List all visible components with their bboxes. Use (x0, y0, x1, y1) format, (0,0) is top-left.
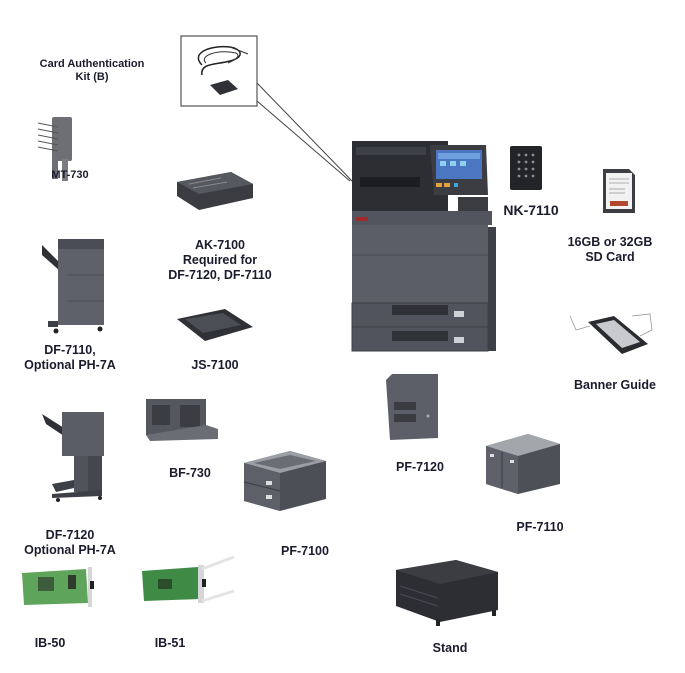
label-nk-7110: NK-7110 (503, 202, 559, 218)
pf-7100-image (240, 445, 330, 515)
label-bf-730: BF-730 (169, 466, 211, 480)
mt-730-image (37, 113, 88, 183)
df-7120-image (38, 410, 108, 502)
sd-card-image (601, 165, 637, 215)
bf-730-image (140, 395, 220, 445)
label-pf-7110: PF-7110 (516, 520, 564, 534)
label-banner-guide: Banner Guide (574, 378, 656, 392)
label-ib-50: IB-50 (34, 636, 66, 650)
main-mfp-image (350, 137, 500, 359)
card-auth-kit-image (180, 35, 360, 185)
label-mt-730: MT-730 (51, 169, 89, 181)
js-7100-image (175, 305, 255, 345)
label-pf-7100: PF-7100 (281, 544, 329, 558)
label-pf-7120: PF-7120 (396, 460, 444, 474)
label-stand: Stand (432, 641, 468, 655)
label-df-7120: DF-7120 Optional PH-7A (24, 528, 116, 557)
ib-51-image (138, 555, 238, 610)
label-df-7110: DF-7110, Optional PH-7A (24, 343, 116, 372)
pf-7120-image (384, 374, 444, 444)
label-ak-7100: AK-7100 Required for DF-7120, DF-7110 (168, 238, 272, 282)
ib-50-image (18, 565, 94, 610)
stand-image (392, 556, 502, 631)
pf-7110-image (482, 430, 562, 496)
ak-7100-image (175, 168, 255, 213)
label-ib-51: IB-51 (154, 636, 186, 650)
nk-7110-image (510, 146, 542, 190)
label-sd-card: 16GB or 32GB SD Card (567, 235, 653, 264)
df-7110-image (38, 235, 108, 335)
label-js-7100: JS-7100 (191, 358, 239, 372)
label-card-auth: Card Authentication Kit (B) (39, 58, 145, 83)
banner-guide-image (569, 310, 660, 365)
